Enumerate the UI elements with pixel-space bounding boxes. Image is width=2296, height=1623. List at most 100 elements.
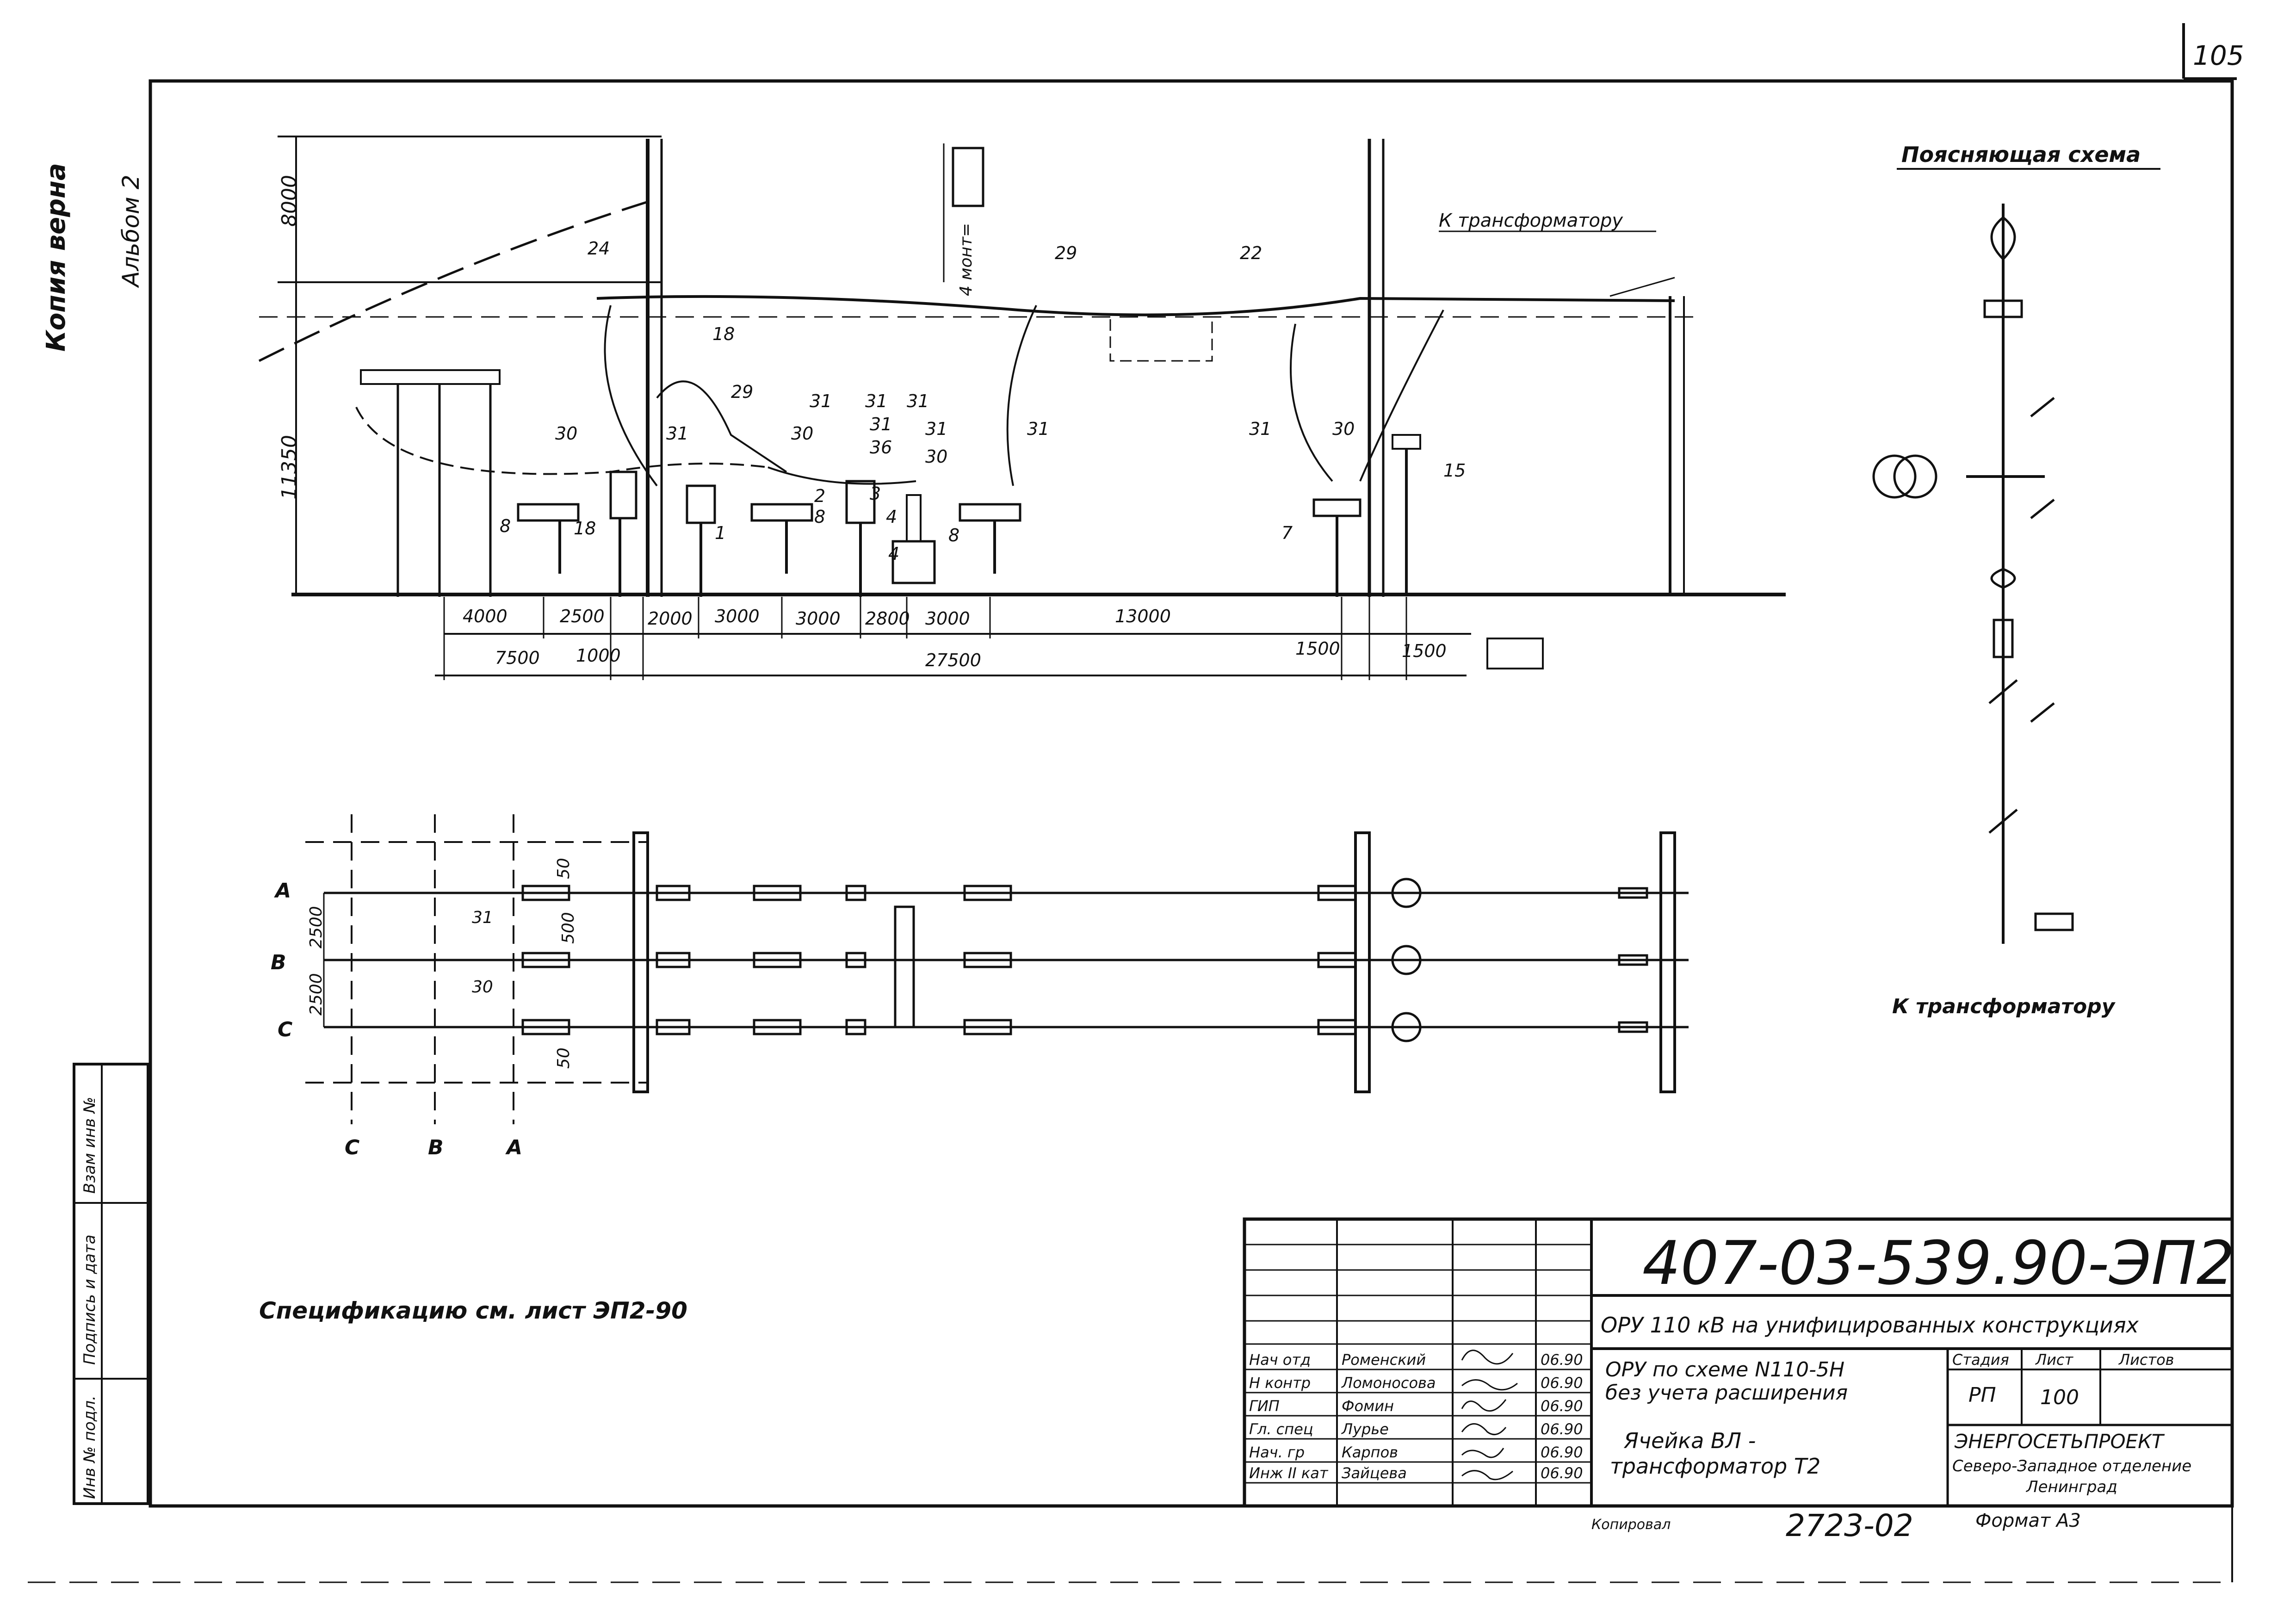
doc-code: 407-03-539.90-ЭП2: [1642, 1228, 2234, 1298]
footer-format: Формат А3: [1975, 1510, 2081, 1531]
label-15: 15: [1443, 460, 1466, 481]
phase-c-left: C: [278, 1018, 292, 1041]
label-8: 8: [500, 516, 511, 536]
title-block: 407-03-539.90-ЭП2 ОРУ 110 кВ на унифицир…: [1243, 1217, 2234, 1508]
name-0: Роменский: [1342, 1351, 1426, 1369]
dim-13000: 13000: [1115, 606, 1171, 626]
label-18b: 18: [574, 518, 596, 539]
label-22: 22: [1240, 243, 1262, 263]
label-30c: 30: [925, 446, 947, 467]
page-number: 105: [2193, 40, 2244, 71]
label-31b: 31: [865, 391, 887, 411]
plan-label-31: 31: [472, 908, 493, 927]
plan-dim-2500a: 2500: [307, 906, 326, 948]
signature-rows: Нач отд Роменский 06.90 Н контр Ломоносо…: [1249, 1351, 1583, 1482]
role-2: ГИП: [1249, 1397, 1280, 1415]
label-29: 29: [1055, 243, 1077, 263]
name-1: Ломоносова: [1341, 1374, 1436, 1392]
label-31e: 31: [870, 414, 892, 434]
name-2: Фомин: [1342, 1397, 1394, 1415]
phase-a-bottom: A: [505, 1136, 522, 1159]
label-36: 36: [870, 437, 892, 458]
label-2: 2: [814, 486, 825, 506]
role-0: Нач отд: [1249, 1351, 1311, 1369]
plan-dim-50b: 50: [554, 1047, 573, 1069]
phase-c-bottom: C: [345, 1136, 359, 1159]
footer-number: 2723-02: [1786, 1508, 1913, 1543]
stage-header: Стадия: [1952, 1351, 2009, 1369]
role-5: Инж II кат: [1249, 1464, 1329, 1482]
label-7: 7: [1281, 523, 1293, 543]
label-18: 18: [712, 324, 735, 344]
sheet-header: Лист: [2035, 1351, 2073, 1369]
label-24: 24: [588, 238, 610, 259]
dim-1500a: 1500: [1295, 638, 1340, 659]
label-3: 3: [870, 483, 881, 504]
date-4: 06.90: [1541, 1443, 1583, 1461]
side-stamp-replace: Взам инв №: [80, 1097, 99, 1194]
date-0: 06.90: [1541, 1351, 1583, 1369]
sheets-header: Листов: [2118, 1351, 2174, 1369]
label-31g: 31: [1027, 419, 1049, 439]
label-1: 1: [715, 523, 726, 543]
role-3: Гл. спец: [1249, 1420, 1313, 1438]
copy-note: Копия верна: [41, 163, 71, 352]
spec-note: Спецификацию см. лист ЭП2-90: [259, 1297, 687, 1324]
elevation-dims: 4000 2500 2000 3000 3000 2800 3000 13000…: [463, 606, 1447, 670]
side-stamp: Инв № подл. Подпись и дата Взам инв №: [73, 1063, 149, 1505]
plan-dim-500: 500: [559, 912, 578, 944]
to-transformer-label: К трансформатору: [1439, 210, 1623, 231]
dim-2000: 2000: [648, 608, 693, 629]
role-1: Н контр: [1249, 1374, 1311, 1392]
height-11350: 11350: [278, 435, 301, 500]
sheet-value: 100: [2040, 1386, 2079, 1409]
explanatory-schematic: Поясняющая схема К трансформатору: [1872, 142, 2160, 1018]
label-31c: 31: [666, 423, 688, 444]
label-31f: 31: [925, 419, 947, 439]
dim-1500b: 1500: [1402, 641, 1447, 661]
mount-height: 4 монт=: [957, 223, 976, 296]
plan-dim-50a: 50: [554, 858, 573, 879]
label-31d: 31: [907, 391, 929, 411]
dim-2500: 2500: [560, 606, 605, 626]
label-4: 4: [886, 507, 897, 527]
footer-copied: Копировал: [1591, 1517, 1671, 1533]
org-branch: Северо-Западное отделение: [1952, 1457, 2191, 1475]
date-3: 06.90: [1541, 1420, 1583, 1438]
name-4: Карпов: [1342, 1443, 1398, 1461]
album-note: Альбом 2: [118, 175, 144, 288]
label-30b: 30: [791, 423, 813, 444]
sheet-title-1: Ячейка ВЛ -: [1623, 1428, 1756, 1453]
dim-2800: 2800: [865, 608, 910, 629]
elevation-view: 8000 11350 4 монт= К трансформатору: [258, 136, 1786, 680]
plan-dim-2500b: 2500: [307, 973, 326, 1016]
label-30d: 30: [1332, 419, 1355, 439]
dim-3000c: 3000: [925, 608, 970, 629]
label-8c: 8: [948, 525, 959, 545]
dim-7500: 7500: [495, 648, 540, 668]
dim-3000b: 3000: [796, 608, 841, 629]
side-stamp-sign: Подпись и дата: [80, 1234, 99, 1365]
elevation-labels: 24 18 29 22 31 30 31 29 30 31 31 31 36 3…: [500, 238, 1466, 564]
stage-value: РП: [1968, 1383, 1996, 1407]
height-8000: 8000: [278, 175, 301, 227]
label-29b: 29: [731, 382, 753, 402]
dim-1000: 1000: [576, 645, 621, 666]
label-4b: 4: [888, 544, 899, 564]
org-name: ЭНЕРГОСЕТЬПРОЕКТ: [1954, 1430, 2165, 1453]
schematic-bottom-label: К трансформатору: [1892, 995, 2116, 1018]
date-5: 06.90: [1541, 1464, 1583, 1482]
org-city: Ленинград: [2025, 1478, 2117, 1496]
subtitle-2: без учета расширения: [1605, 1381, 1848, 1405]
phase-b-bottom: B: [428, 1136, 444, 1159]
dim-3000a: 3000: [715, 606, 760, 626]
handwritten-signatures: [1461, 1350, 1518, 1481]
dim-4000: 4000: [463, 606, 507, 626]
name-3: Лурье: [1341, 1420, 1389, 1438]
name-5: Зайцева: [1342, 1464, 1407, 1482]
phase-a-left: A: [274, 879, 291, 903]
label-31h: 31: [1249, 419, 1271, 439]
page-number-box: 105: [2182, 23, 2244, 80]
label-31: 31: [810, 391, 832, 411]
dim-27500: 27500: [925, 650, 981, 670]
